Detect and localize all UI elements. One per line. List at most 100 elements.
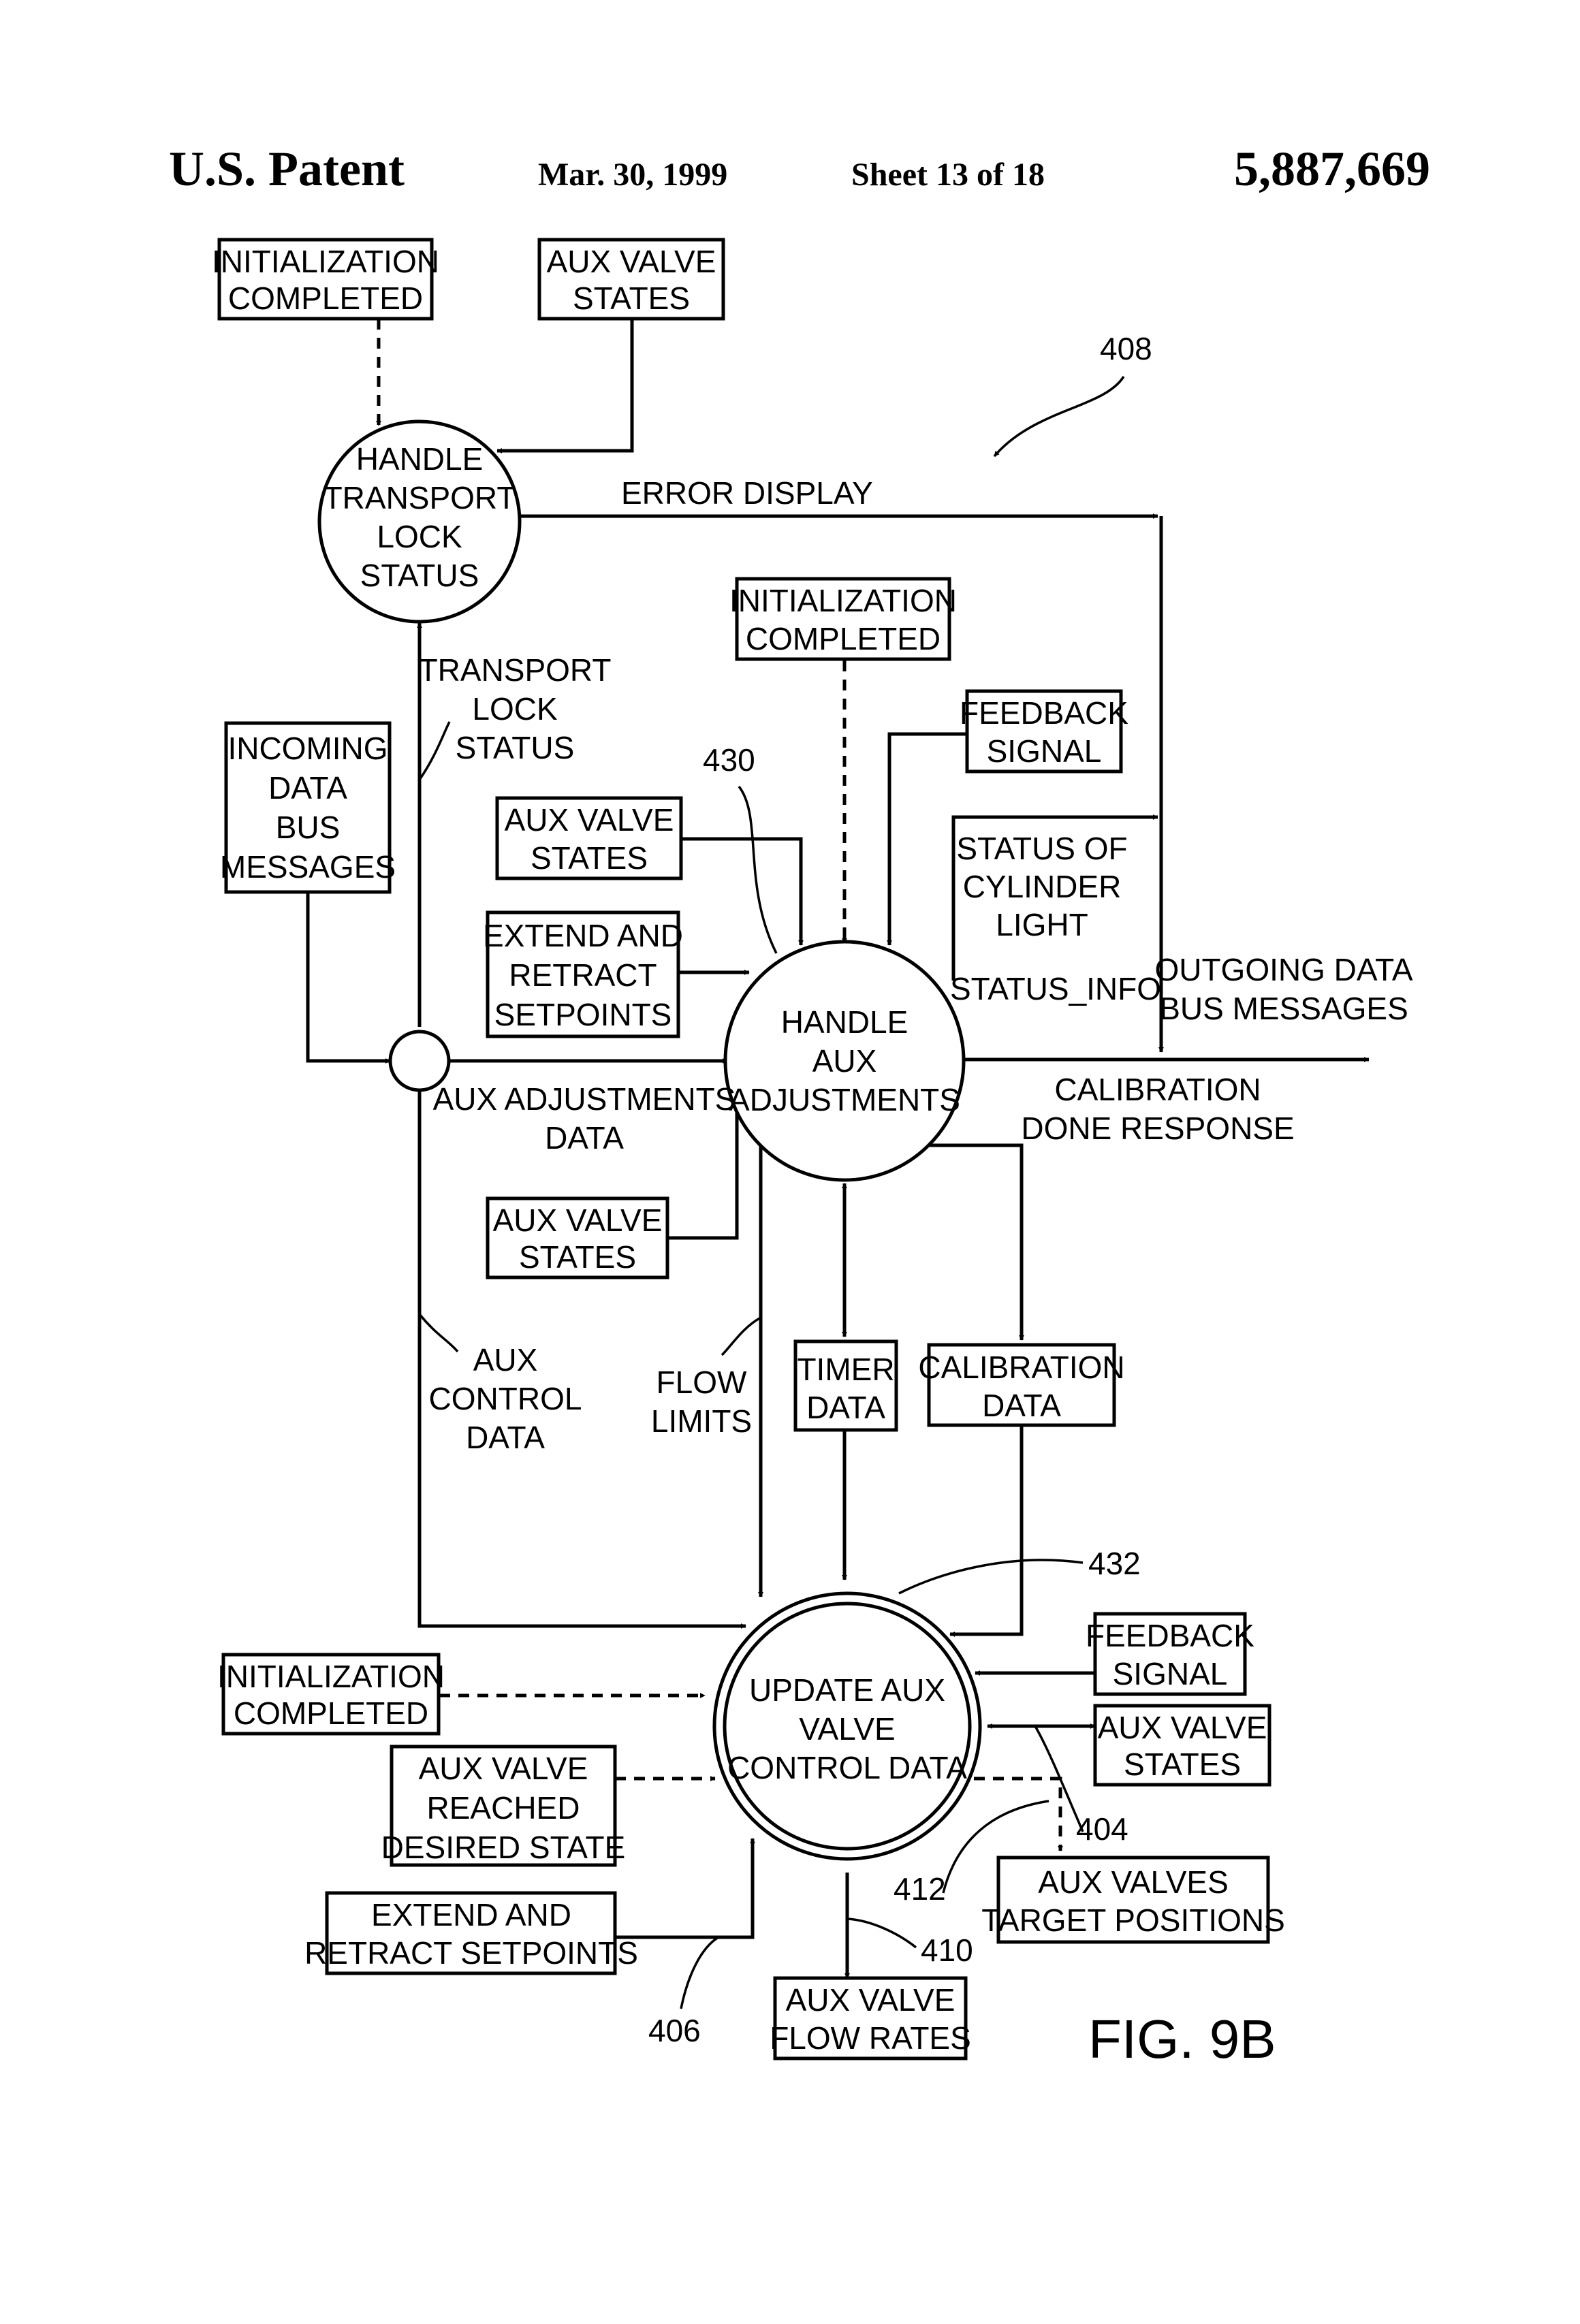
junction-node xyxy=(388,1030,451,1092)
ref-412: 412 xyxy=(894,1871,946,1907)
svg-text:LOCK: LOCK xyxy=(377,519,462,554)
label-outgoing-1: OUTGOING DATA xyxy=(1154,952,1412,987)
svg-text:FEEDBACK: FEEDBACK xyxy=(960,695,1128,731)
svg-text:AUX VALVES: AUX VALVES xyxy=(1038,1864,1229,1900)
svg-text:SIGNAL: SIGNAL xyxy=(987,733,1102,769)
ref-404: 404 xyxy=(1076,1811,1128,1847)
svg-text:HANDLE: HANDLE xyxy=(781,1004,908,1040)
svg-text:DESIRED STATE: DESIRED STATE xyxy=(381,1830,626,1865)
header-left: U.S. Patent xyxy=(169,142,405,196)
svg-text:ADJUSTMENTS: ADJUSTMENTS xyxy=(729,1082,960,1117)
svg-text:TARGET POSITIONS: TARGET POSITIONS xyxy=(981,1903,1285,1938)
label-status-cylinder-1: STATUS OF xyxy=(956,831,1127,866)
box-initialization-completed-mid: INITIALIZATION COMPLETED xyxy=(729,577,957,661)
label-aux-control-data-1: AUX xyxy=(473,1342,538,1378)
label-flow-limits-2: LIMITS xyxy=(651,1403,752,1439)
label-aux-control-data-2: CONTROL xyxy=(429,1381,582,1416)
svg-text:RETRACT: RETRACT xyxy=(509,957,657,993)
figure-label: FIG. 9B xyxy=(1088,2009,1276,2069)
svg-text:STATUS: STATUS xyxy=(360,558,479,593)
svg-text:UPDATE AUX: UPDATE AUX xyxy=(749,1672,945,1708)
svg-text:STATES: STATES xyxy=(1124,1747,1241,1782)
svg-text:INITIALIZATION: INITIALIZATION xyxy=(729,583,957,618)
box-initialization-completed-top: INITIALIZATION COMPLETED xyxy=(212,238,439,321)
box-aux-valves-target-positions: AUX VALVES TARGET POSITIONS xyxy=(981,1856,1285,1944)
box-extend-and-retract-setpoints-low: EXTEND AND RETRACT SETPOINTS xyxy=(304,1891,638,1975)
flow-extend-low xyxy=(615,1838,755,1939)
svg-text:STATES: STATES xyxy=(573,281,690,316)
svg-text:TRANSPORT: TRANSPORT xyxy=(323,480,516,515)
process-update-aux-valve-control-data: UPDATE AUX VALVE CONTROL DATA xyxy=(712,1591,982,1861)
label-transport-lock-2: LOCK xyxy=(472,691,558,727)
process-handle-transport-lock-status: HANDLE TRANSPORT LOCK STATUS xyxy=(317,419,522,624)
svg-text:AUX VALVE: AUX VALVE xyxy=(547,244,716,279)
leader-430 xyxy=(738,785,778,954)
label-calibration-done-1: CALIBRATION xyxy=(1054,1072,1261,1107)
label-transport-lock-3: STATUS xyxy=(456,730,575,765)
svg-text:COMPLETED: COMPLETED xyxy=(234,1696,428,1731)
label-status-cylinder-3: LIGHT xyxy=(996,907,1088,942)
svg-text:AUX VALVE: AUX VALVE xyxy=(505,802,674,838)
label-aux-adjustments-data-2: DATA xyxy=(545,1120,624,1156)
ref-406: 406 xyxy=(648,2013,701,2048)
svg-text:MESSAGES: MESSAGES xyxy=(220,849,396,885)
svg-text:INITIALIZATION: INITIALIZATION xyxy=(217,1659,445,1694)
connectors xyxy=(306,319,1370,1979)
svg-text:VALVE: VALVE xyxy=(799,1711,895,1747)
label-flow-limits-1: FLOW xyxy=(657,1365,747,1400)
flow-feedback-to-adjust xyxy=(887,732,967,946)
svg-text:AUX VALVE: AUX VALVE xyxy=(419,1751,588,1786)
svg-text:BUS: BUS xyxy=(276,810,341,845)
label-error-display: ERROR DISPLAY xyxy=(621,475,873,511)
leader-aux-control xyxy=(418,1313,459,1353)
svg-text:FEEDBACK: FEEDBACK xyxy=(1086,1618,1254,1653)
box-aux-valve-reached-desired-state: AUX VALVE REACHED DESIRED STATE xyxy=(381,1745,626,1867)
svg-text:DATA: DATA xyxy=(806,1390,885,1425)
svg-text:HANDLE: HANDLE xyxy=(356,441,484,477)
ref-410: 410 xyxy=(921,1932,973,1968)
ref-408: 408 xyxy=(1100,331,1152,366)
leader-412 xyxy=(942,1800,1049,1894)
box-feedback-signal-low: FEEDBACK SIGNAL xyxy=(1086,1612,1254,1696)
ref-432: 432 xyxy=(1088,1546,1141,1581)
flow-valve-states-to-transport xyxy=(496,319,634,453)
box-aux-valve-states-mid: AUX VALVE STATES xyxy=(495,796,683,880)
flow-status-cylinder xyxy=(951,814,1158,981)
svg-text:AUX VALVE: AUX VALVE xyxy=(1098,1710,1267,1745)
flow-incoming-to-junction xyxy=(306,892,391,1064)
svg-text:CONTROL DATA: CONTROL DATA xyxy=(727,1750,967,1785)
leader-404 xyxy=(1034,1725,1084,1832)
svg-text:STATES: STATES xyxy=(531,840,648,876)
svg-text:TIMER: TIMER xyxy=(797,1352,894,1387)
box-feedback-signal-mid: FEEDBACK SIGNAL xyxy=(960,689,1128,774)
flow-calibration-update xyxy=(949,1424,1024,1637)
leader-flow-limits xyxy=(721,1316,761,1356)
svg-text:AUX: AUX xyxy=(812,1043,877,1079)
box-initialization-completed-low: INITIALIZATION COMPLETED xyxy=(217,1653,445,1736)
svg-text:DATA: DATA xyxy=(982,1388,1061,1423)
label-calibration-done-2: DONE RESPONSE xyxy=(1021,1111,1294,1146)
label-status-info: STATUS_INFO xyxy=(950,971,1161,1006)
svg-text:RETRACT SETPOINTS: RETRACT SETPOINTS xyxy=(304,1935,638,1971)
leader-432 xyxy=(898,1559,1084,1595)
flow-aux-control-data xyxy=(417,1091,746,1629)
svg-text:INITIALIZATION: INITIALIZATION xyxy=(212,244,439,279)
box-aux-valve-flow-rates: AUX VALVE FLOW RATES xyxy=(770,1976,971,2060)
label-transport-lock-1: TRANSPORT xyxy=(419,652,612,688)
flow-adjust-calibration xyxy=(926,1143,1024,1341)
svg-text:SIGNAL: SIGNAL xyxy=(1113,1656,1228,1691)
flow-low-states-to-adjust xyxy=(667,1097,740,1240)
leader-lines xyxy=(418,376,1125,2009)
leader-410 xyxy=(847,1917,917,1949)
svg-text:FLOW RATES: FLOW RATES xyxy=(770,2020,971,2056)
svg-text:COMPLETED: COMPLETED xyxy=(228,281,423,316)
svg-text:STATES: STATES xyxy=(519,1239,636,1275)
header-sheet: Sheet 13 of 18 xyxy=(851,157,1045,193)
process-handle-aux-adjustments: HANDLE AUX ADJUSTMENTS xyxy=(723,940,966,1182)
leader-transport-lock xyxy=(418,721,451,780)
header-date: Mar. 30, 1999 xyxy=(538,157,727,193)
svg-text:COMPLETED: COMPLETED xyxy=(746,621,941,656)
leader-408 xyxy=(993,376,1125,458)
box-incoming-data-bus-messages: INCOMING DATA BUS MESSAGES xyxy=(220,721,396,894)
